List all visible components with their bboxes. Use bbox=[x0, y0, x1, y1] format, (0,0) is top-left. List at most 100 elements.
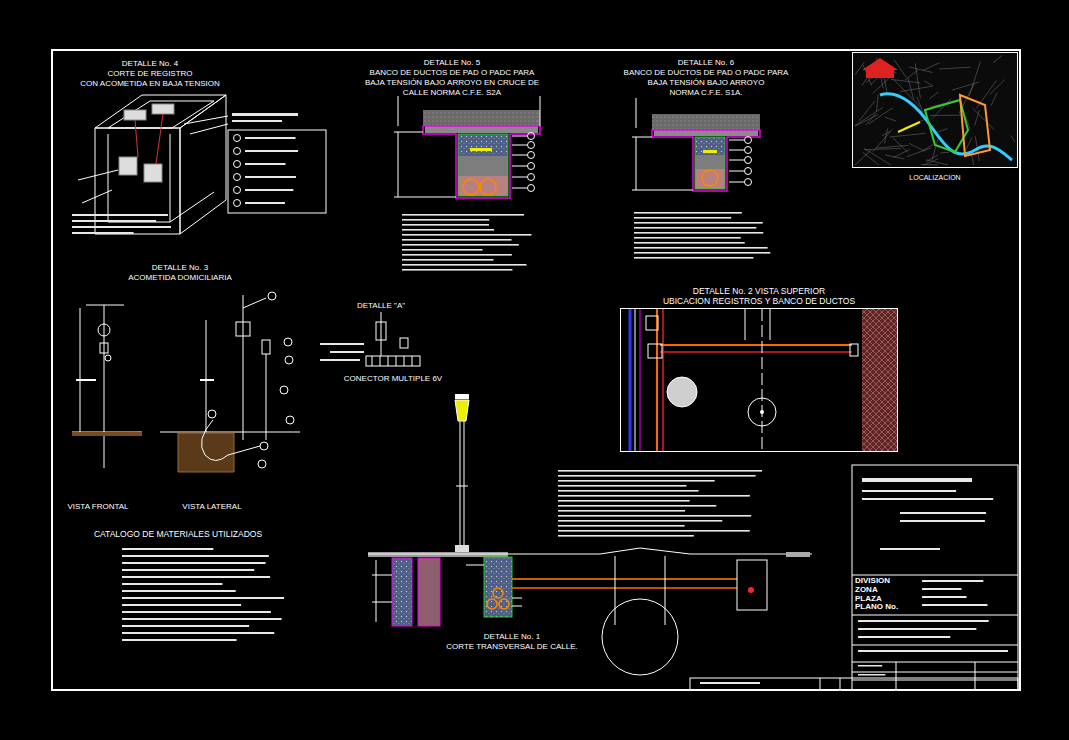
text-bar bbox=[402, 264, 526, 266]
dimension-lines-part bbox=[394, 197, 456, 198]
text-bar bbox=[922, 580, 983, 582]
connector-detail-part bbox=[372, 356, 373, 366]
plan-view-part bbox=[648, 344, 662, 358]
street-line bbox=[924, 81, 933, 86]
street-line bbox=[894, 80, 920, 107]
callout-leaders-part bbox=[512, 188, 527, 189]
street-line bbox=[936, 129, 948, 133]
service-pole-side-part bbox=[200, 379, 214, 381]
text-bar bbox=[858, 674, 885, 676]
location-map-part bbox=[862, 58, 898, 78]
text-bar bbox=[922, 596, 967, 598]
detail-title: CALLE NORMA C.F.E. S2A bbox=[402, 89, 502, 98]
street-section-part bbox=[512, 578, 737, 580]
street-line bbox=[864, 149, 891, 166]
text-bar bbox=[320, 359, 360, 361]
drawing-frame-part bbox=[52, 50, 1020, 690]
text-bar bbox=[634, 217, 731, 219]
service-pole-side-part bbox=[266, 354, 267, 440]
service-pole-front-part bbox=[80, 308, 81, 432]
duct-bank-section-part bbox=[652, 130, 760, 191]
street-section-part bbox=[512, 598, 522, 599]
callout-circles-part bbox=[260, 442, 268, 450]
title-block-lines-part bbox=[852, 680, 1018, 681]
text-bar bbox=[122, 639, 237, 641]
text-bar bbox=[558, 470, 762, 472]
callout-leaders-part bbox=[745, 147, 752, 154]
text-bar bbox=[634, 242, 745, 244]
text-bar bbox=[558, 510, 685, 512]
text-bar bbox=[558, 525, 685, 527]
text-bar bbox=[634, 247, 768, 249]
callout-leaders-part bbox=[512, 155, 527, 156]
drawing-frame-part bbox=[840, 678, 841, 690]
connector-detail-part bbox=[388, 356, 389, 366]
callout-leaders-part bbox=[729, 182, 744, 183]
detail-title: CORTE TRANSVERSAL DE CALLE. bbox=[445, 643, 578, 652]
location-map-part bbox=[855, 55, 1015, 165]
text-bar bbox=[122, 576, 270, 578]
detail-title: DETALLE "A" bbox=[356, 302, 406, 311]
text-bar bbox=[862, 498, 993, 500]
street-line bbox=[855, 62, 864, 74]
callout-leaders-part bbox=[512, 136, 527, 137]
text-bar bbox=[122, 597, 284, 599]
view-heading: LOCALIZACION bbox=[853, 174, 1017, 182]
duct-bank-section-part bbox=[702, 170, 718, 186]
text-bar bbox=[402, 234, 531, 236]
street-line bbox=[890, 133, 926, 137]
text-bar bbox=[922, 588, 961, 590]
location-map bbox=[853, 53, 1017, 167]
detail-title: BANCO DE DUCTOS DE PAD O PADC PARA bbox=[369, 69, 536, 78]
duct-bank-section-part bbox=[480, 179, 496, 195]
field-label: PLANO No. bbox=[853, 603, 973, 612]
street-line bbox=[909, 143, 924, 151]
drawing-frame bbox=[52, 50, 1020, 690]
symbol-legend-box-part bbox=[234, 187, 241, 194]
service-pole-front-part bbox=[76, 379, 96, 381]
street-line bbox=[969, 61, 980, 96]
text-bar bbox=[634, 227, 756, 229]
text-bar bbox=[558, 495, 750, 497]
street-section-part bbox=[665, 556, 666, 625]
connector-detail-part bbox=[380, 356, 381, 366]
connector-blocks-part bbox=[119, 157, 137, 175]
callout-leaders-part bbox=[528, 174, 535, 181]
title-block-lines-part bbox=[852, 575, 1018, 576]
registro-isometric-part bbox=[95, 95, 226, 128]
detail-title: NORMA C.F.E. S1A. bbox=[669, 89, 744, 98]
street-section-part bbox=[418, 558, 440, 626]
connector-detail-part bbox=[404, 356, 405, 366]
callout-leaders-part bbox=[745, 137, 752, 144]
service-pole-side-part bbox=[236, 322, 250, 336]
detail-title: DETALLE No. 6 bbox=[677, 59, 735, 68]
title-block-lines-part bbox=[975, 662, 976, 690]
plan-view-part bbox=[640, 309, 641, 451]
duct-bank-section-part bbox=[425, 126, 538, 133]
callout-leaders-part bbox=[528, 152, 535, 159]
duct-bank-section-part bbox=[695, 169, 725, 189]
text-bar bbox=[880, 548, 940, 550]
detail-title: CORTE DE REGISTRO bbox=[106, 70, 193, 79]
plan-view-part bbox=[660, 344, 852, 346]
street-section-part bbox=[493, 588, 503, 598]
street-section-part bbox=[487, 599, 497, 609]
field-label: PLAZA bbox=[853, 595, 973, 604]
duct-bank-section-part bbox=[458, 134, 508, 196]
street-line bbox=[940, 152, 949, 154]
street-section-part bbox=[512, 587, 737, 589]
cable-lines-part bbox=[156, 114, 163, 164]
service-pole-side bbox=[160, 295, 300, 440]
street-lamp-part bbox=[456, 486, 468, 487]
street-lamp-part bbox=[455, 394, 469, 399]
symbol-legend-box-part bbox=[234, 200, 241, 207]
plan-view-part bbox=[770, 309, 771, 340]
duct-bank-section bbox=[652, 114, 760, 191]
callout-circles-part bbox=[286, 416, 294, 424]
symbol-legend-box-part bbox=[228, 130, 326, 213]
registro-isometric bbox=[95, 95, 226, 234]
service-pole-front-part bbox=[104, 305, 105, 468]
callout-leaders bbox=[512, 133, 535, 192]
